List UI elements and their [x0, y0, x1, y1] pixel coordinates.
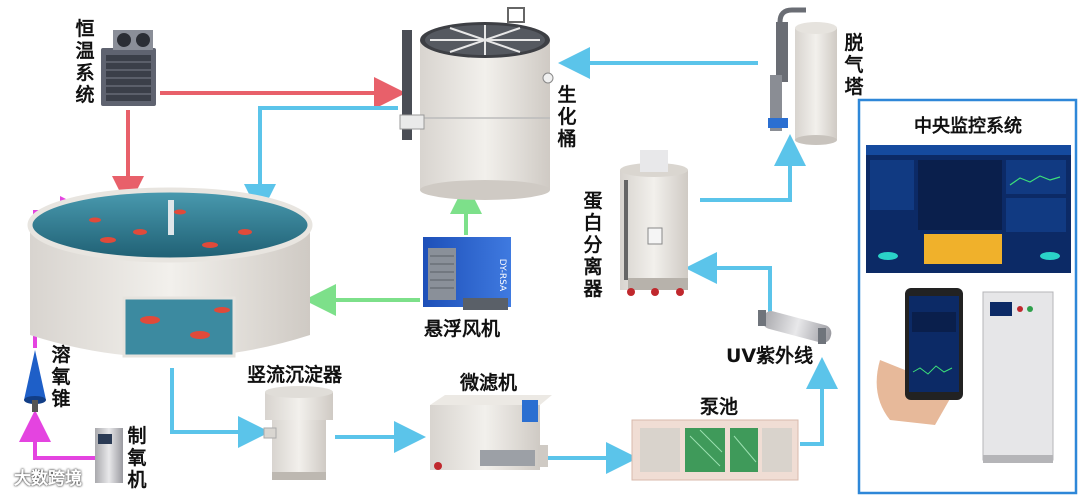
- thermostat-unit: [101, 30, 156, 106]
- monitor-title: 中央监控系统: [914, 116, 1022, 137]
- flow-skimmer-to-degas: [700, 134, 806, 202]
- microfilter: [430, 395, 552, 470]
- flow-biotank-to-fishtank: [244, 106, 398, 216]
- label-protein-skimmer: 蛋白分离器: [583, 190, 603, 300]
- monitoring-panel: [857, 98, 1078, 495]
- label-oxygen-cone: 溶氧锥: [51, 344, 71, 410]
- label-bio-tank: 生化桶: [557, 84, 577, 150]
- oxygen-cone: [24, 350, 46, 412]
- degas-tower: [768, 7, 837, 145]
- oxygen-generator: [95, 428, 123, 483]
- protein-skimmer: [620, 150, 688, 296]
- pump-pool: [631, 419, 799, 481]
- blower: DY-RSA: [423, 237, 511, 310]
- uv-sterilizer: [758, 310, 832, 344]
- bio-tank: [399, 7, 554, 200]
- vertical-settler: [263, 386, 333, 480]
- label-settler: 竖流沉淀器: [247, 364, 343, 386]
- label-blower: 悬浮风机: [424, 318, 501, 340]
- flow-pump-to-uv: [800, 357, 838, 446]
- label-microfilter: 微滤机: [460, 372, 518, 394]
- label-oxygen-generator: 制氧机: [127, 425, 147, 491]
- label-pump-pool: 泵池: [700, 396, 739, 418]
- flow-fishtank-to-settler: [170, 368, 270, 448]
- label-thermostat: 恒温系统: [75, 18, 95, 106]
- flow-generator-to-cone: [19, 410, 95, 460]
- blower-brand: DY-RSA: [497, 259, 507, 292]
- flow-uv-to-skimmer: [685, 252, 772, 312]
- watermark: 大数跨境: [14, 469, 82, 489]
- label-uv: UV紫外线: [726, 345, 814, 367]
- label-degas-tower: 脱气塔: [844, 32, 864, 98]
- fish-tank: [27, 187, 313, 358]
